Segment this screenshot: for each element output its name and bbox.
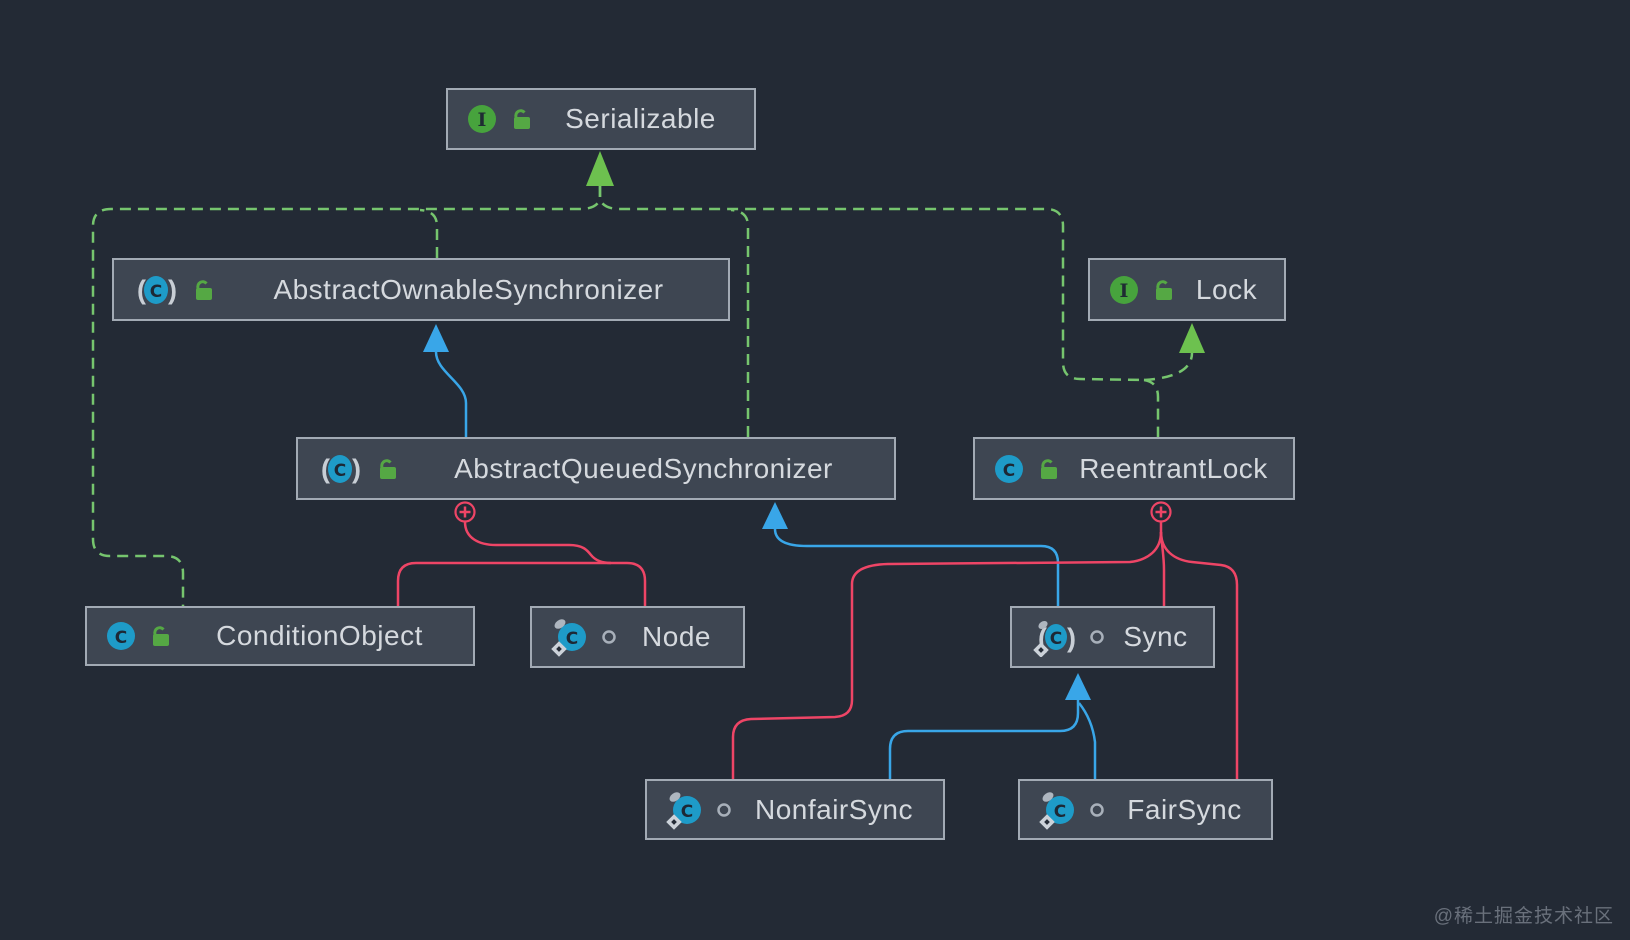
svg-text:I: I <box>478 109 487 131</box>
edge-fairsync-extends-sync <box>1078 702 1097 779</box>
package-private-icon <box>717 802 731 817</box>
implements-arrowhead-serializable <box>586 151 614 186</box>
svg-text:C: C <box>1050 629 1062 649</box>
class-node-reentrant-lock[interactable]: C ReentrantLock <box>973 437 1295 500</box>
svg-text:): ) <box>352 454 361 484</box>
edge-reentrantlock-implements-lock <box>1143 352 1194 382</box>
edge-implements-trunk-left <box>91 186 602 606</box>
watermark: @稀土掘金技术社区 <box>1433 906 1614 927</box>
interface-icon: I <box>468 105 496 133</box>
edge-aos-implements-serializable <box>419 208 439 258</box>
svg-text:C: C <box>681 802 693 822</box>
abstract-class-icon: ( C ) <box>321 454 361 484</box>
class-node-fair-sync[interactable]: C FairSync <box>1018 779 1273 840</box>
class-node-label: Sync <box>1123 621 1188 652</box>
package-private-icon <box>1090 630 1104 644</box>
edge-aqs-innerclass-conditionobject-node <box>396 561 647 606</box>
inner-class-plus-icon-reentrantlock <box>1150 501 1172 523</box>
class-node-label: AbstractOwnableSynchronizer <box>273 273 664 305</box>
svg-text:C: C <box>150 282 162 302</box>
class-node-abstract-queued-synchronizer[interactable]: ( C ) AbstractQueuedSynchronizer <box>296 437 896 500</box>
class-node-label: Lock <box>1195 273 1258 305</box>
edge-reentrantlock-innerclass-sync <box>1159 531 1166 606</box>
static-class-icon: C <box>551 619 586 657</box>
interface-icon: I <box>1110 275 1138 304</box>
package-private-icon <box>1090 802 1104 817</box>
class-node-abstract-ownable-synchronizer[interactable]: ( C ) AbstractOwnableSynchronizer <box>112 258 730 321</box>
class-node-node[interactable]: C Node <box>530 606 745 668</box>
class-node-label: ReentrantLock <box>1079 452 1268 484</box>
public-lock-icon <box>196 279 212 300</box>
extends-arrowhead-aos <box>423 324 449 352</box>
class-node-label: FairSync <box>1127 793 1242 825</box>
class-node-label: Serializable <box>565 103 716 134</box>
class-node-lock[interactable]: I Lock <box>1088 258 1286 321</box>
abstract-static-class-icon: ( C ) <box>1033 620 1076 657</box>
extends-arrowhead-aqs <box>762 502 788 529</box>
abstract-class-icon: ( C ) <box>137 275 177 305</box>
static-class-icon: C <box>1039 791 1074 830</box>
public-lock-icon <box>153 626 169 646</box>
class-node-sync[interactable]: ( C ) Sync <box>1010 606 1215 668</box>
class-node-serializable[interactable]: I Serializable <box>446 88 756 150</box>
inner-class-plus-icon-aqs <box>454 501 476 523</box>
class-node-label: NonfairSync <box>754 793 913 825</box>
svg-text:): ) <box>1067 623 1076 653</box>
edge-reentrantlock-implements-serializable <box>1143 378 1160 437</box>
public-lock-icon <box>514 109 530 129</box>
class-node-nonfair-sync[interactable]: C NonfairSync <box>645 779 945 840</box>
edge-sync-extends-aqs <box>773 528 1060 606</box>
public-lock-icon <box>1041 458 1057 479</box>
class-node-label: ConditionObject <box>216 620 423 651</box>
edge-aqs-extends-aos <box>434 351 468 437</box>
package-private-icon <box>602 630 616 644</box>
public-lock-icon <box>380 458 396 479</box>
class-node-condition-object[interactable]: C ConditionObject <box>85 606 475 666</box>
edge-aqs-implements-serializable <box>730 208 750 437</box>
edge-nonfairsync-extends-sync <box>888 700 1080 779</box>
svg-text:C: C <box>1054 802 1066 822</box>
svg-text:I: I <box>1120 280 1129 302</box>
class-icon: C <box>107 622 135 650</box>
public-lock-icon <box>1156 279 1172 300</box>
svg-text:C: C <box>115 628 127 648</box>
svg-text:C: C <box>334 461 346 481</box>
edge-aqs-innerclass-feed <box>463 521 612 565</box>
svg-text:C: C <box>566 629 578 649</box>
class-node-label: AbstractQueuedSynchronizer <box>454 452 833 484</box>
svg-text:): ) <box>168 275 177 305</box>
static-class-icon: C <box>666 791 701 830</box>
svg-text:C: C <box>1003 461 1015 481</box>
class-icon: C <box>995 454 1023 483</box>
implements-arrowhead-lock <box>1179 323 1205 353</box>
extends-arrowhead-sync <box>1065 673 1091 700</box>
class-node-label: Node <box>642 621 711 652</box>
